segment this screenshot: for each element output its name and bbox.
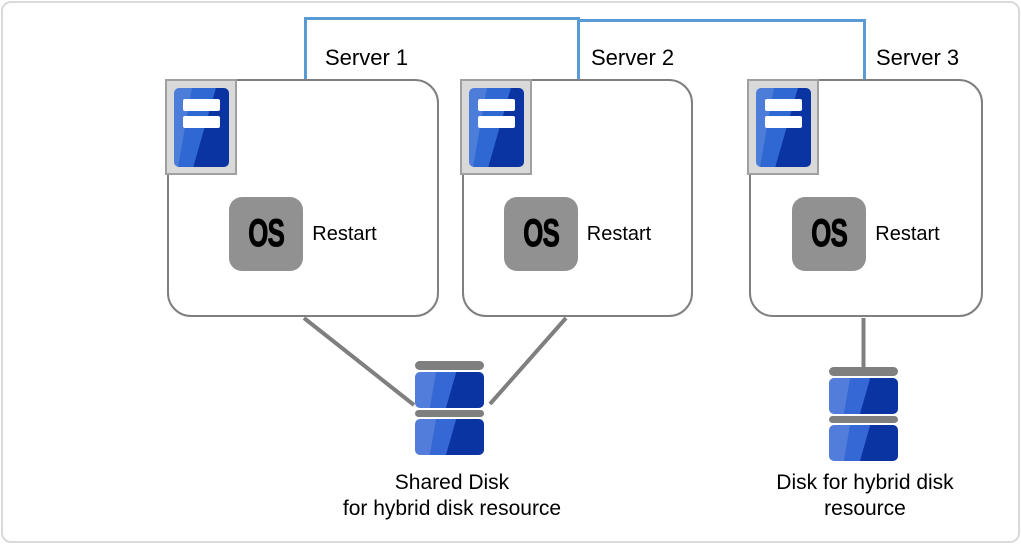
shared-disk-caption-line1: Shared Disk	[394, 471, 510, 494]
tower-slot-bar	[183, 99, 220, 111]
os-restart-group: OS Restart	[169, 197, 437, 271]
hybrid-disk-caption: Disk for hybrid disk resource	[765, 470, 965, 522]
restart-label: Restart	[586, 222, 652, 245]
shared-disk-icon	[415, 361, 484, 455]
disk-connector-line-server2	[488, 316, 568, 406]
os-badge-icon: OS	[229, 197, 304, 271]
disk-cap	[415, 361, 484, 370]
disk-platter	[829, 425, 898, 461]
os-badge-icon: OS	[503, 197, 578, 271]
disk-connector-line-server1	[302, 316, 416, 407]
shared-disk-caption-line2: for hybrid disk resource	[342, 497, 562, 520]
os-badge-text: OS	[811, 211, 848, 255]
hybrid-disk-caption-line2: resource	[824, 497, 906, 520]
tower-slot-bar	[183, 116, 220, 128]
tower-slot-bar	[765, 99, 802, 111]
os-badge-text: OS	[522, 211, 559, 255]
disk-platter	[415, 419, 484, 455]
server1-label: Server 1	[325, 45, 409, 70]
os-restart-group: OS Restart	[751, 197, 981, 271]
disk-cap	[829, 367, 898, 376]
server-tower-icon	[165, 79, 237, 175]
hybrid-disk-icon	[829, 367, 898, 461]
os-badge-icon: OS	[792, 197, 867, 271]
network-link-line-server2-server3	[577, 19, 866, 81]
server3-box: OS Restart	[747, 79, 983, 317]
disk-platter	[415, 372, 484, 408]
os-badge-text: OS	[248, 211, 285, 255]
shared-disk-caption: Shared Disk for hybrid disk resource	[341, 470, 563, 522]
tower-slot-bar	[478, 116, 515, 128]
tower-slot-bar	[478, 99, 515, 111]
restart-label: Restart	[875, 222, 940, 245]
restart-label: Restart	[312, 222, 377, 245]
server-tower-body	[174, 88, 229, 167]
server-tower-icon	[747, 79, 819, 175]
server2-label: Server 2	[591, 45, 675, 70]
server2-box: OS Restart	[460, 79, 693, 317]
disk-cap	[829, 416, 898, 423]
os-restart-group: OS Restart	[464, 197, 691, 271]
disk-platter	[829, 378, 898, 414]
server-tower-body	[756, 88, 811, 167]
hybrid-disk-caption-line1: Disk for hybrid disk	[776, 471, 954, 494]
network-link-line-server1-server2	[304, 17, 580, 80]
server-tower-body	[469, 88, 524, 167]
server1-box: OS Restart	[165, 79, 439, 317]
tower-slot-bar	[765, 116, 802, 128]
server3-label: Server 3	[876, 45, 960, 70]
disk-cap	[415, 410, 484, 417]
server-tower-icon	[460, 79, 532, 175]
